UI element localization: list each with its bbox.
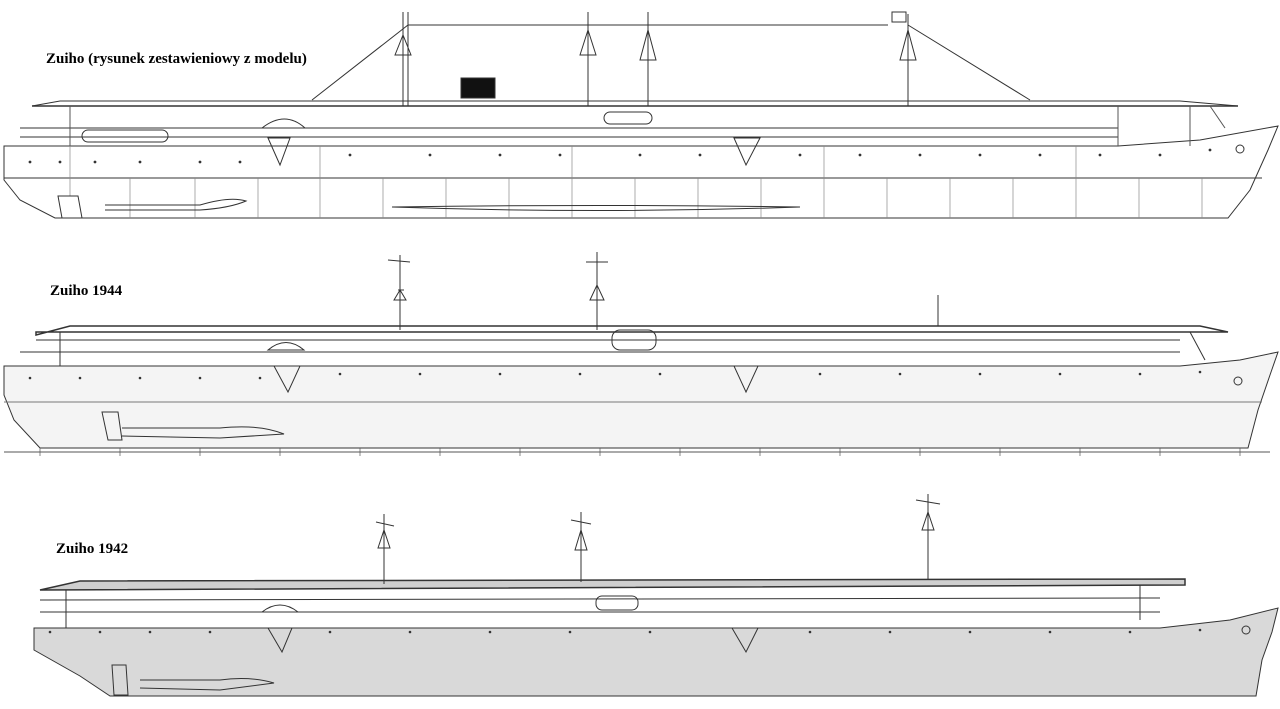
porthole-row bbox=[28, 370, 1202, 380]
drawing-title-1944: Zuiho 1944 bbox=[50, 283, 123, 299]
propeller-shaft bbox=[105, 198, 248, 211]
flight-deck bbox=[39, 578, 1186, 591]
masts bbox=[311, 11, 1031, 106]
bilge-keel bbox=[391, 205, 801, 211]
porthole-row bbox=[28, 148, 1212, 164]
profile-drawing-1944 bbox=[3, 252, 1279, 456]
funnel-box bbox=[460, 77, 496, 99]
hull-outline bbox=[33, 607, 1279, 697]
drawing-title-model: Zuiho (rysunek zestawieniowy z modelu) bbox=[46, 51, 307, 67]
rudder bbox=[57, 195, 83, 219]
masts bbox=[375, 494, 941, 584]
drawing-title-1942: Zuiho 1942 bbox=[56, 541, 129, 557]
porthole-row bbox=[48, 628, 1202, 634]
hull-outline bbox=[3, 125, 1279, 219]
profile-drawing-1942 bbox=[33, 494, 1279, 697]
hull-outline bbox=[3, 351, 1279, 449]
flight-deck bbox=[35, 325, 1229, 336]
scale-ticks bbox=[39, 448, 1241, 456]
masts bbox=[387, 252, 939, 330]
profile-drawing-model bbox=[3, 11, 1279, 219]
